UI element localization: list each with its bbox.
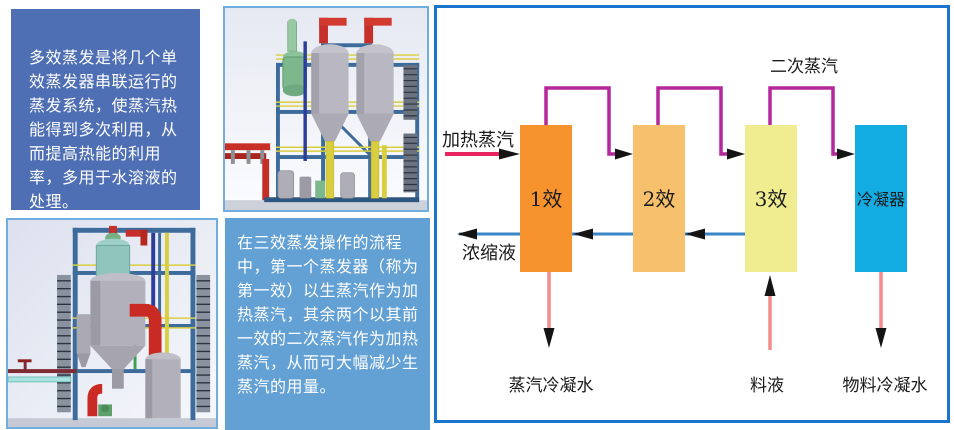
ground: [225, 200, 427, 210]
effect-2-box: [633, 125, 685, 272]
stair-grid: [403, 64, 418, 193]
flow-diagram: 1效 2效 3效 冷凝器 加热蒸汽 二次蒸汽: [434, 5, 950, 423]
ground: [8, 418, 216, 427]
effect-3-label: 3效: [755, 187, 788, 211]
big-red-pipe: [87, 303, 162, 417]
blue-pipe: [303, 41, 307, 161]
green-vessel: [282, 18, 307, 97]
red-top-pipes: [319, 17, 392, 44]
intro-text: 多效蒸发是将几个单效蒸发器串联运行的蒸发系统，使蒸汽热能得到多次利用，从而提高热…: [29, 50, 178, 211]
process-text-panel: 在三效蒸发操作的流程中，第一个蒸发器（称为第一效）以生蒸汽作为加热蒸汽，其余两个…: [225, 218, 430, 430]
secondary-steam-arrows-icon: [615, 148, 855, 160]
material-condensate-label: 物料冷凝水: [843, 376, 928, 396]
red-pipe-rack: [225, 143, 271, 201]
plant-render-closeup: [6, 218, 218, 429]
secondary-steam-label: 二次蒸汽: [770, 57, 838, 77]
effect-3-box: [745, 125, 797, 272]
effect-2-label: 2效: [643, 187, 676, 211]
effect-1-label: 1效: [530, 187, 563, 211]
plant-closeup-illustration: [8, 220, 216, 427]
plant-overview-illustration: [225, 8, 427, 210]
heating-steam-arrow-icon: [499, 148, 520, 160]
condensate-lines: [547, 272, 883, 350]
right-vessel: [145, 352, 181, 419]
process-text: 在三效蒸发操作的流程中，第一个蒸发器（称为第一效）以生蒸汽作为加热蒸汽，其余两个…: [237, 235, 419, 396]
concentrate-arrows-icon: [457, 228, 705, 240]
condenser-label: 冷凝器: [857, 190, 905, 209]
condenser-box: [855, 125, 907, 272]
evaporator-vessel-1: [311, 44, 349, 199]
flow-diagram-svg: 1效 2效 3效 冷凝器 加热蒸汽 二次蒸汽: [442, 57, 928, 396]
secondary-steam-lines: [544, 86, 839, 156]
pump: [98, 404, 112, 417]
feed-label: 料液: [750, 376, 784, 396]
steam-condensate-label: 蒸汽冷凝水: [509, 376, 594, 396]
bottom-tanks: [277, 145, 387, 199]
cyan-pipe-valve: [8, 359, 77, 383]
condensate-arrows-icon: [543, 275, 887, 348]
effect-1-box: [520, 125, 572, 272]
concentrate-label: 浓缩液: [462, 243, 516, 264]
evaporator-vessel-2: [356, 44, 394, 199]
plant-render-overview: [223, 6, 429, 212]
heating-steam-label: 加热蒸汽: [442, 130, 514, 151]
intro-text-panel: 多效蒸发是将几个单效蒸发器串联运行的蒸发系统，使蒸汽热能得到多次利用，从而提高热…: [11, 9, 200, 211]
